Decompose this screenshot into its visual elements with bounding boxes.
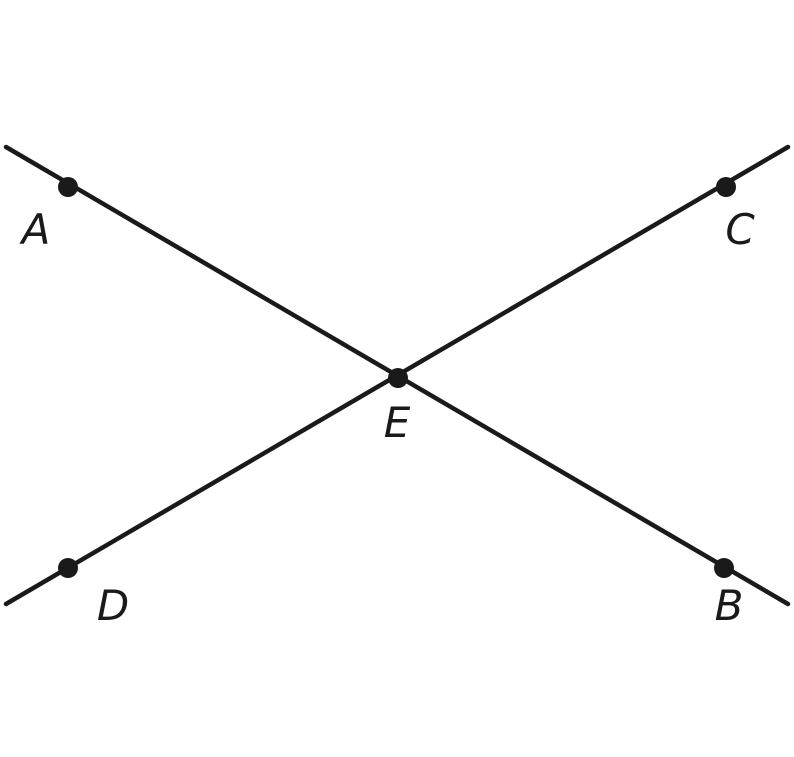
point-D-label: D xyxy=(97,581,129,630)
point-E-label: E xyxy=(384,398,411,447)
point-A-dot xyxy=(58,177,78,197)
point-B-label: B xyxy=(715,581,744,630)
point-E-dot xyxy=(388,368,408,388)
point-C-dot xyxy=(716,177,736,197)
point-C-label: C xyxy=(725,205,755,254)
point-B-dot xyxy=(714,558,734,578)
point-D-dot xyxy=(58,558,78,578)
point-A-label: A xyxy=(19,205,51,254)
